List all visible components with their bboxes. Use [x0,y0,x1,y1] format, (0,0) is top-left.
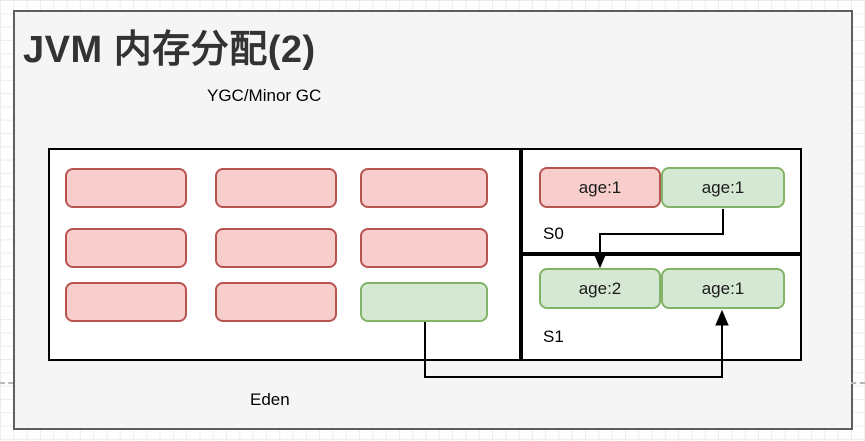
s0-object-green-age1[interactable]: age:1 [661,167,785,208]
s1-object-green-age2[interactable]: age:2 [539,268,661,309]
eden-object-block-red[interactable] [360,168,488,208]
page-break-dash [0,382,13,384]
s0-label: S0 [543,224,564,243]
eden-object-block-red[interactable] [65,282,187,322]
s1-label: S1 [543,327,564,346]
eden-object-block-red[interactable] [215,168,337,208]
eden-object-block-red[interactable] [65,168,187,208]
ygc-label: YGC/Minor GC [207,86,322,105]
page-title: JVM 内存分配(2) [23,29,316,71]
s1-object-green-age1[interactable]: age:1 [661,268,785,309]
eden-label: Eden [250,390,290,409]
page-break-dash [851,382,865,384]
eden-object-block-red[interactable] [215,282,337,322]
eden-object-block-red[interactable] [65,228,187,268]
eden-object-block-green[interactable] [360,282,488,322]
eden-object-block-red[interactable] [215,228,337,268]
eden-object-block-red[interactable] [360,228,488,268]
eden-object-grid [65,168,489,323]
s0-object-red-age1[interactable]: age:1 [539,167,661,208]
